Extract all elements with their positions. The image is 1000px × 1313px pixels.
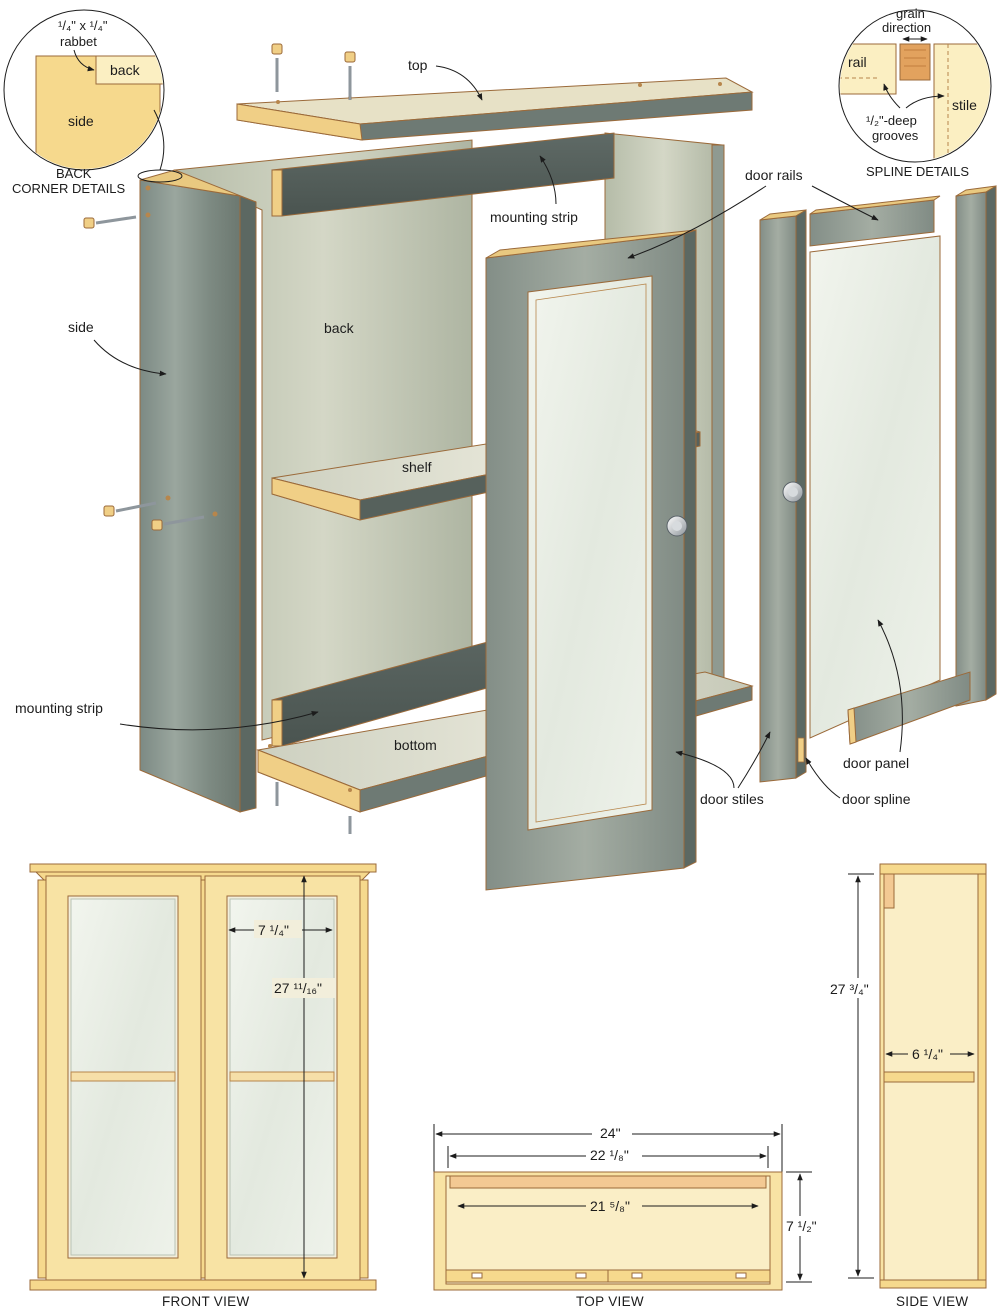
label-mounting-strip-upper: mounting strip (490, 209, 578, 225)
label-bottom: bottom (394, 737, 437, 753)
label-door-panel: door panel (843, 755, 909, 771)
door-frame-with-panel (809, 185, 997, 745)
side-screws (83, 215, 205, 531)
left-side-panel (139, 169, 257, 813)
front-dim-height: 27 ¹¹/₁₆" (274, 980, 322, 996)
corner-back-label: back (110, 62, 141, 78)
corner-rabbet-line1: ¹/₄" x ¹/₄" (58, 18, 108, 33)
top-dim-depth: 7 ¹/₂" (786, 1218, 817, 1234)
spline-stile-label: stile (952, 97, 977, 113)
spline-grain-line1: grain (896, 6, 925, 21)
top-view-caption: TOP VIEW (576, 1294, 644, 1309)
corner-rabbet-line2: rabbet (60, 34, 97, 49)
front-view: 7 ¹/₄" 27 ¹¹/₁₆" FRONT VIEW (29, 863, 377, 1309)
label-side: side (68, 319, 94, 335)
assembled-door (485, 229, 697, 891)
spline-detail: grain direction rail stile ¹/₂"-deep gro… (838, 6, 992, 179)
label-shelf: shelf (402, 459, 432, 475)
corner-caption-line1: BACK (56, 166, 92, 181)
corner-caption-line2: CORNER DETAILS (12, 181, 125, 196)
mounting-strip-upper (271, 132, 615, 217)
label-door-stiles: door stiles (700, 791, 764, 807)
spline-rail-label: rail (848, 54, 867, 70)
label-top: top (408, 57, 428, 73)
top-dim-case: 22 ¹/₈" (590, 1147, 629, 1163)
side-dim-shelf: 6 ¹/₄" (912, 1046, 943, 1062)
door-stile-separate (759, 209, 807, 783)
spline-grain-line2: direction (882, 20, 931, 35)
label-mounting-strip-lower: mounting strip (15, 700, 103, 716)
side-view: 27 ³/₄" 6 ¹/₄" SIDE VIEW (826, 863, 987, 1309)
corner-side-label: side (68, 113, 94, 129)
front-view-caption: FRONT VIEW (162, 1294, 250, 1309)
top-dim-overall: 24" (600, 1125, 621, 1141)
spline-grooves-line2: grooves (872, 128, 919, 143)
label-door-spline: door spline (842, 791, 911, 807)
side-dim-height: 27 ³/₄" (830, 981, 869, 997)
back-corner-detail: ¹/₄" x ¹/₄" rabbet back side BACK CORNER… (3, 9, 183, 196)
top-view: 24" 22 ¹/₈" 21 ⁵/₈" 7 ¹/₂" TOP VIEW (433, 1124, 826, 1309)
spline-caption: SPLINE DETAILS (866, 164, 969, 179)
side-view-caption: SIDE VIEW (896, 1294, 968, 1309)
spline-grooves-line1: ¹/₂"-deep (866, 113, 917, 128)
front-dim-width: 7 ¹/₄" (258, 922, 289, 938)
label-back: back (324, 320, 355, 336)
top-dim-inner: 21 ⁵/₈" (590, 1198, 630, 1214)
top-board (236, 77, 754, 141)
exploded-view: top mounting strip side back shelf mount… (15, 43, 997, 891)
label-door-rails: door rails (745, 167, 803, 183)
screws-top (271, 43, 356, 100)
